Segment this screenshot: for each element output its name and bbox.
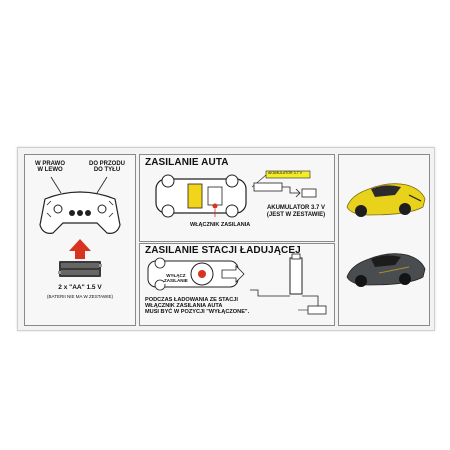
charging-station-title: ZASILANIE STACJI ŁADUJĄCEJ [145, 245, 301, 256]
remote-controller-icon [39, 176, 121, 234]
charging-note-label: PODCZAS ŁADOWANIA ZE STACJI WŁĄCZNIK ZAS… [145, 297, 250, 316]
power-off-label: WYŁĄCZ ZASILANIE [164, 273, 188, 284]
battery-included-label: AKUMULATOR 3.7 V (JEST W ZESTAWIE) [266, 205, 326, 218]
battery-note-label: (BATERII NIE MA W ZESTAWIE) [47, 294, 113, 299]
charging-station-panel: ZASILANIE STACJI ŁADUJĄCEJ WYŁĄCZ ZASILA… [139, 243, 335, 326]
cars-panel [338, 154, 430, 326]
battery-spec-label: 2 x "AA" 1.5 V [58, 284, 102, 291]
remote-controller-panel: W PRAWO W LEWO DO PRZODU DO TYŁU 2 x "AA… [24, 154, 136, 326]
car-chassis-icon [155, 174, 247, 218]
right-left-label: W PRAWO W LEWO [35, 161, 65, 174]
car-power-title: ZASILANIE AUTA [145, 157, 229, 168]
grey-car-image [346, 253, 426, 287]
yellow-car-image [346, 183, 426, 217]
instruction-sheet: W PRAWO W LEWO DO PRZODU DO TYŁU 2 x "AA… [17, 147, 435, 331]
power-switch-label: WŁĄCZNIK ZASILANIA [190, 222, 251, 228]
car-power-panel: ZASILANIE AUTA WŁĄCZNIK ZASILANIA AKUMUL… [139, 154, 335, 242]
aa-batteries-icon [58, 261, 102, 277]
battery-tag-label: AKUMULATOR 3.7 V [268, 171, 303, 175]
battery-pack-icon [251, 170, 317, 198]
forward-back-label: DO PRZODU DO TYŁU [89, 161, 125, 174]
insert-battery-arrow-icon [69, 239, 91, 259]
